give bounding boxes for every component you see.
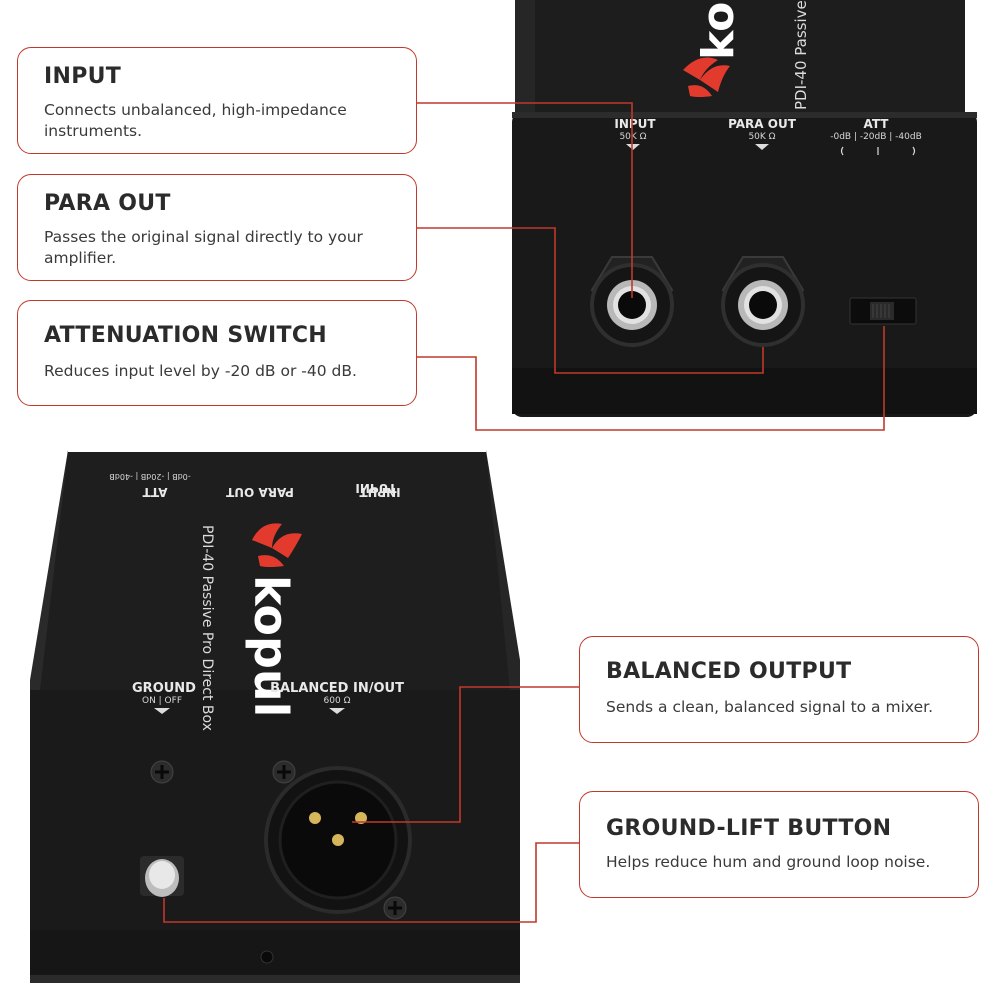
callout-description: Passes the original signal directly to y… xyxy=(44,228,363,267)
input-label: INPUT xyxy=(614,117,656,131)
callout-title: INPUT xyxy=(44,64,122,89)
callout-attenuation-switch: ATTENUATION SWITCH Reduces input level b… xyxy=(17,300,417,406)
attenuation-switch xyxy=(849,297,917,325)
input-label-mirrored: INPUT xyxy=(355,481,397,495)
model-text-bottom: PDI-40 Passive Pro Direct Box xyxy=(199,525,215,731)
para-out-label: PARA OUT xyxy=(728,117,797,131)
callout-description: Helps reduce hum and ground loop noise. xyxy=(606,853,931,871)
callout-description: Connects unbalanced, high-impedance inst… xyxy=(44,101,347,140)
top-device: kopul PDI-40 Passive Pro Direct INPUT 50… xyxy=(512,0,977,417)
bottom-device: INPUT PARA OUT ATT INPUT -0dB | -20dB | … xyxy=(30,450,520,983)
brand-logo-top: kopul xyxy=(693,0,744,60)
callout-leader-lines xyxy=(163,102,885,923)
callout-title: ATTENUATION SWITCH xyxy=(44,323,328,348)
screw-left xyxy=(150,760,174,784)
kopul-logo-emblem-bottom xyxy=(252,523,302,567)
callout-title: BALANCED OUTPUT xyxy=(606,659,852,684)
para-out-jack xyxy=(721,256,805,347)
ground-state: ON | OFF xyxy=(142,696,182,706)
callout-balanced-output: BALANCED OUTPUT Sends a clean, balanced … xyxy=(579,636,979,743)
att-levels-mirrored: -0dB | -20dB | -40dB xyxy=(109,472,190,481)
callout-input: INPUT Connects unbalanced, high-impedanc… xyxy=(17,47,417,154)
callout-description: Reduces input level by -20 dB or -40 dB. xyxy=(44,362,357,380)
para-out-label-mirrored: PARA OUT xyxy=(225,485,294,499)
att-levels: -0dB | -20dB | -40dB xyxy=(830,132,922,142)
balanced-impedance: 600 Ω xyxy=(324,696,351,706)
para-out-impedance: 50K Ω xyxy=(748,132,775,142)
ground-lift-button-graphic xyxy=(140,856,184,897)
callout-title: PARA OUT xyxy=(44,191,171,216)
screw-top xyxy=(272,760,296,784)
input-impedance: 50K Ω xyxy=(619,132,646,142)
callout-para-out: PARA OUT Passes the original signal dire… xyxy=(17,174,417,281)
callout-title: GROUND-LIFT BUTTON xyxy=(606,816,892,841)
input-label-bottom: INPUT xyxy=(359,485,401,499)
input-jack xyxy=(590,256,674,347)
brand-logo-bottom: kopul xyxy=(244,575,298,717)
att-label: ATT xyxy=(863,117,889,131)
ground-label: GROUND xyxy=(132,681,196,696)
callout-description: Sends a clean, balanced signal to a mixe… xyxy=(606,698,933,716)
xlr-connector xyxy=(264,766,412,914)
screw-bottom xyxy=(383,896,407,920)
callout-ground-lift-button: GROUND-LIFT BUTTON Helps reduce hum and … xyxy=(579,791,979,898)
kopul-logo-emblem xyxy=(683,57,730,97)
balanced-label: BALANCED IN/OUT xyxy=(270,681,404,696)
att-label-mirrored: ATT xyxy=(142,485,168,499)
model-text-top: PDI-40 Passive Pro Direct xyxy=(792,0,810,110)
